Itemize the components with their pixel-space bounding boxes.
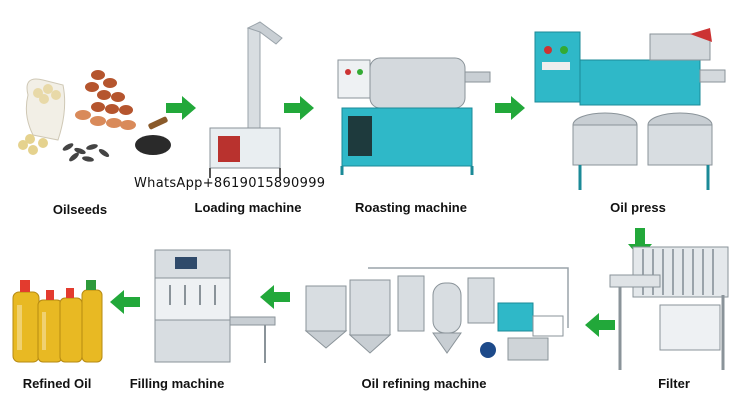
label-loading-machine: Loading machine [194, 200, 302, 215]
label-filter: Filter [658, 376, 690, 391]
label-roasting-machine: Roasting machine [355, 200, 467, 215]
label-filling-machine: Filling machine [129, 376, 225, 391]
refined-oil-image [12, 280, 103, 363]
oil-press-image [534, 28, 726, 190]
arrow-left-icon [585, 313, 615, 337]
loading-machine-image [209, 21, 283, 178]
arrow-left-icon [260, 285, 290, 309]
filter-image [609, 246, 729, 370]
arrow-right-icon [284, 96, 314, 120]
oilseeds-image [18, 70, 171, 162]
arrow-right-icon [166, 96, 196, 120]
label-oil-press: Oil press [610, 200, 666, 215]
roasting-machine-image [337, 57, 491, 175]
label-refined-oil: Refined Oil [22, 376, 92, 391]
whatsapp-watermark: WhatsApp+8619015890999 [134, 176, 326, 191]
label-oilseeds: Oilseeds [52, 202, 108, 217]
oil-refining-machine-image [304, 267, 569, 361]
label-oil-refining-machine: Oil refining machine [361, 376, 487, 391]
arrow-right-icon [495, 96, 525, 120]
filling-machine-image [154, 249, 276, 363]
arrow-left-icon [110, 290, 140, 314]
